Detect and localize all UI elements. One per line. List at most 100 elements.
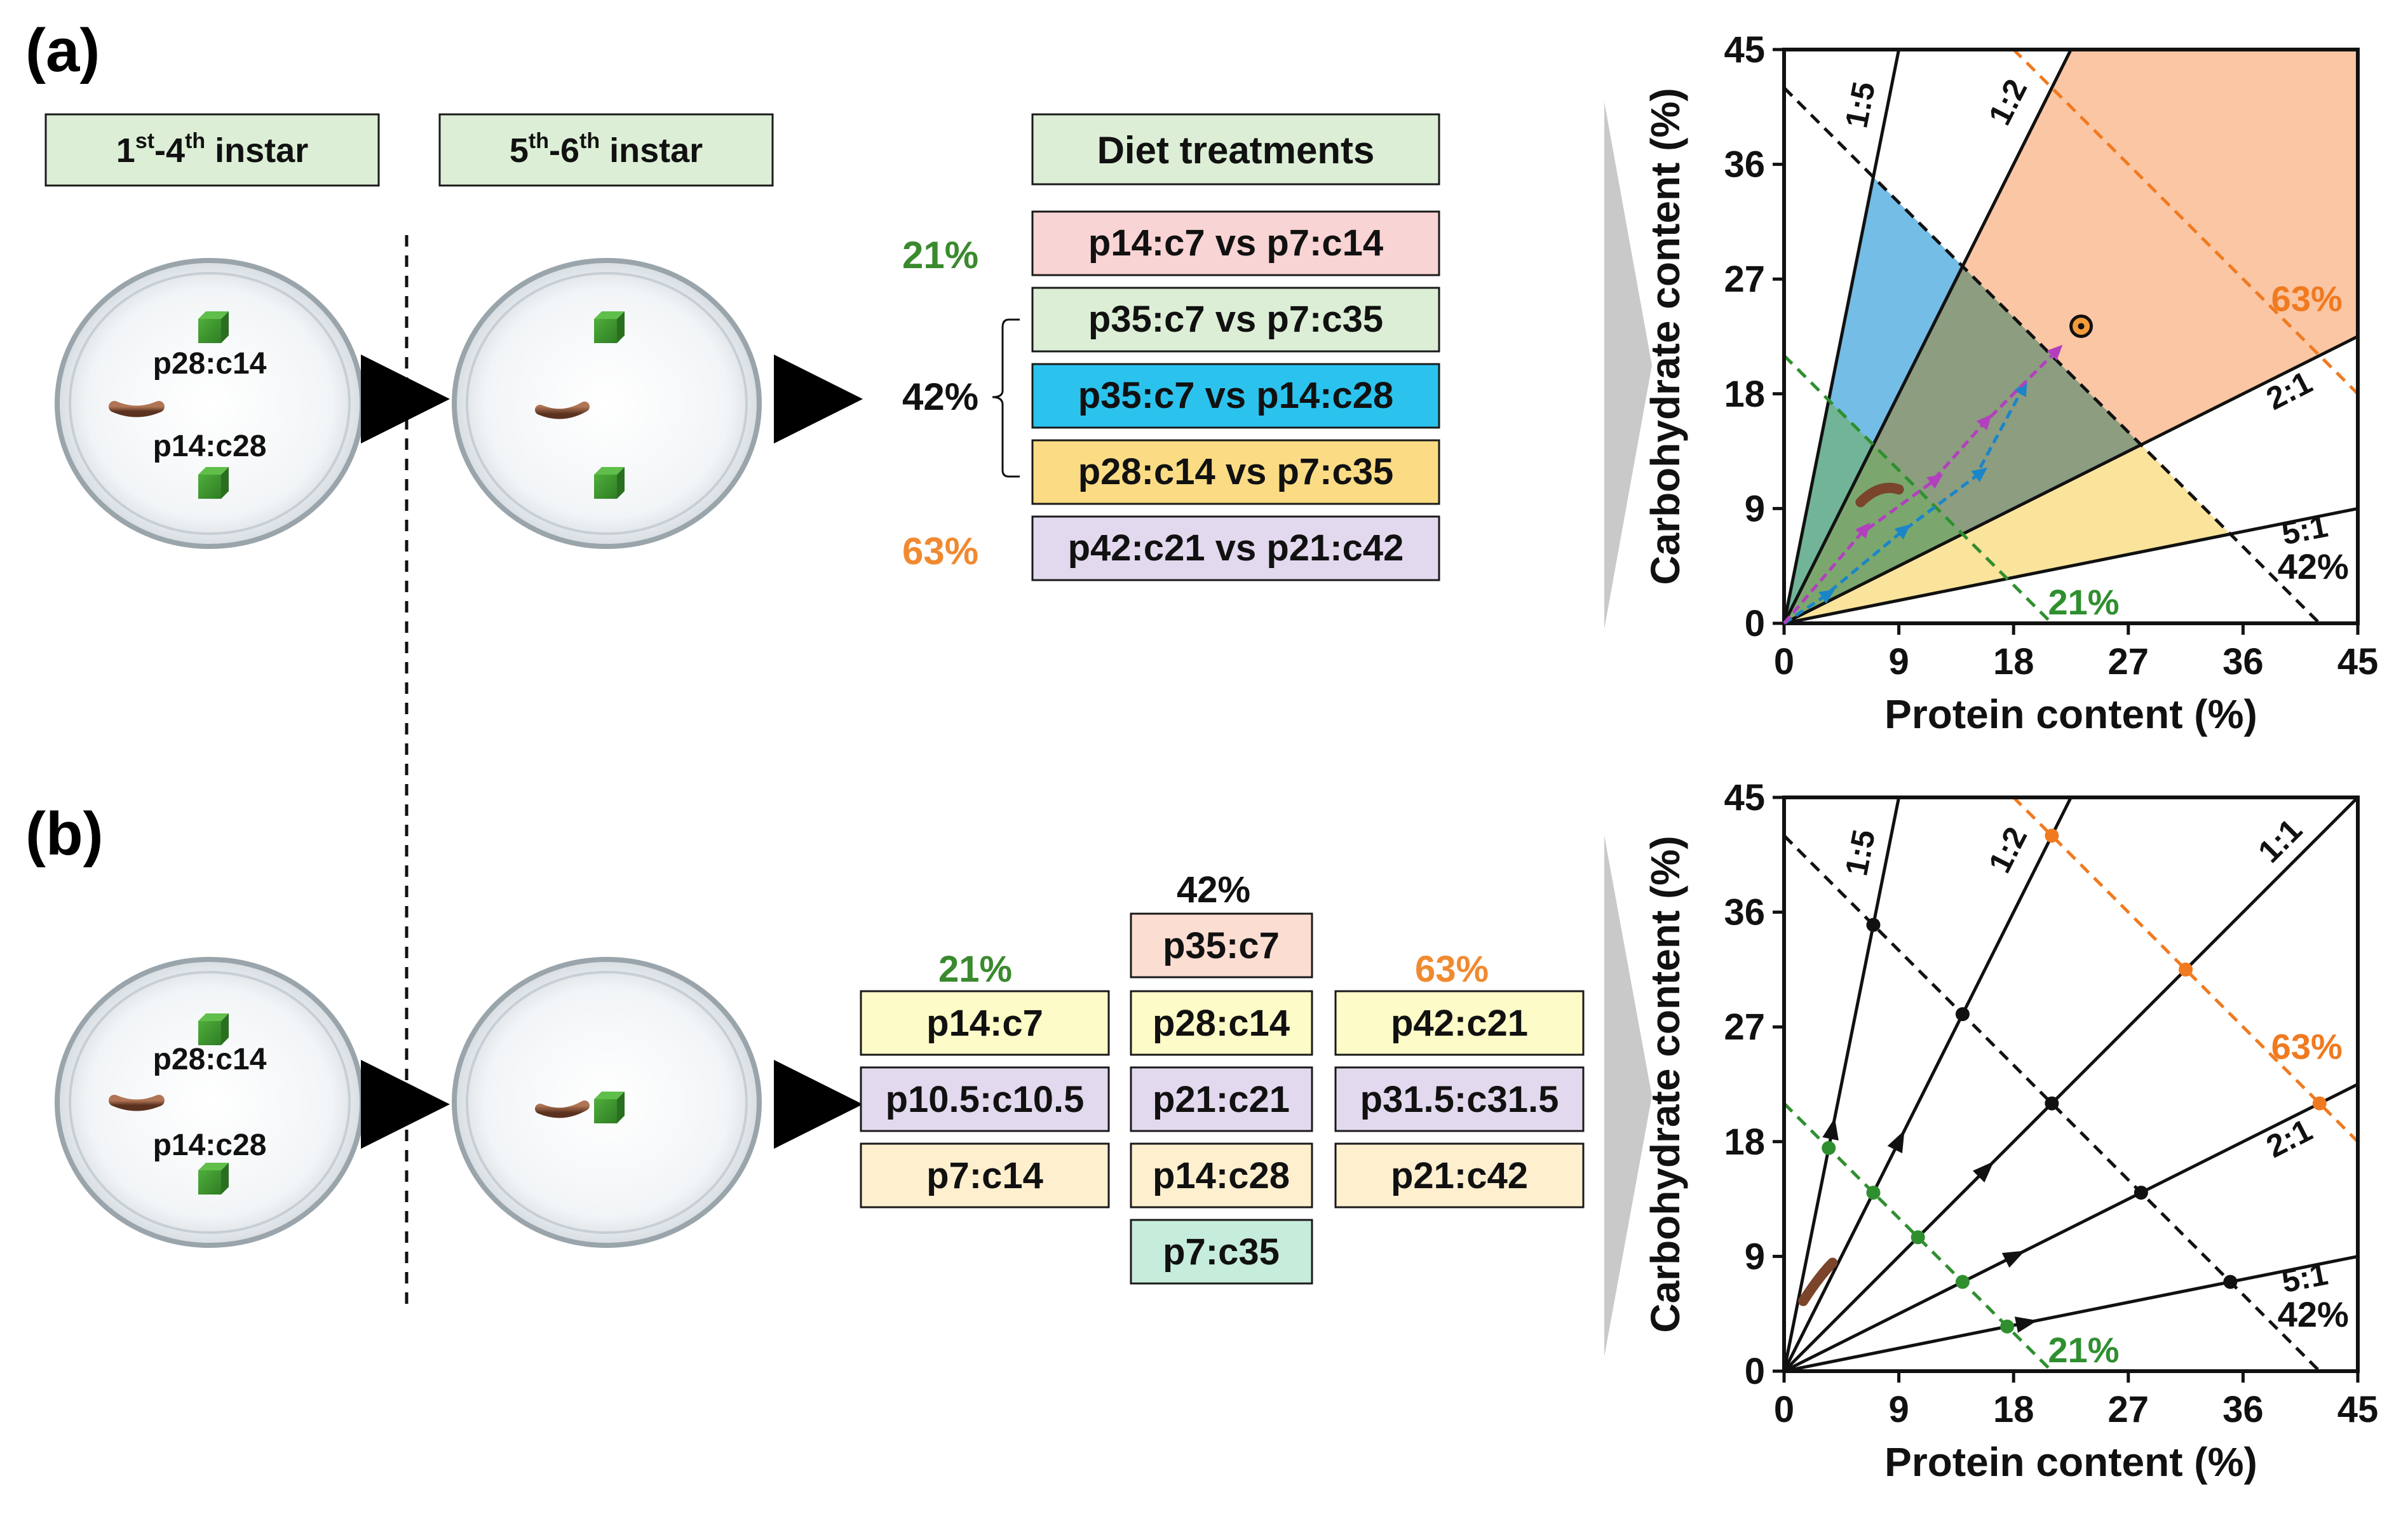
- x-tick-label: 27: [2108, 641, 2149, 682]
- x-tick-label: 0: [1774, 641, 1794, 682]
- y-tick-label: 0: [1745, 1351, 1765, 1392]
- diet-box: [1130, 912, 1313, 978]
- treatment-box: [1031, 515, 1440, 581]
- column-21-header: 21%: [938, 949, 1012, 990]
- y-axis-label: Carbohydrate content (%): [1642, 88, 1688, 585]
- rail-1-5: [1784, 797, 1901, 1371]
- x-tick-label: 45: [2337, 641, 2379, 682]
- plot-frame-a: [1782, 48, 2360, 625]
- column-42-header: 42%: [1177, 869, 1250, 911]
- isoline-21: [1784, 354, 2053, 623]
- diet-box: [1130, 1066, 1313, 1132]
- treatment-list: p14:c7 vs p7:c14 p35:c7 vs p7:c35 p35:c7…: [1031, 210, 1440, 581]
- rail-arrow: [1972, 1161, 1994, 1183]
- diet-box: [860, 1142, 1110, 1208]
- x-tick-label: 18: [1993, 1389, 2034, 1430]
- x-tick-label: 9: [1888, 641, 1909, 682]
- intersection-dot: [2045, 829, 2059, 843]
- food-cube-icon: [198, 1163, 229, 1195]
- larva-icon: [109, 401, 165, 417]
- diet-box: [860, 990, 1110, 1056]
- rail-arrow: [1822, 1118, 1839, 1141]
- panel-b-label: (b): [25, 800, 104, 868]
- grey-pointer-a: [1604, 102, 1652, 629]
- intersection-dot: [1911, 1230, 1925, 1245]
- intersection-dot: [1866, 1186, 1881, 1200]
- trajectory-purple-arrow: [1855, 522, 1871, 539]
- food-cube-icon: [198, 1013, 229, 1045]
- trajectory-blue-arrow: [1818, 589, 1836, 604]
- rail-label: 5:1: [2279, 508, 2331, 552]
- intersection-dot: [1955, 1007, 1970, 1022]
- isoline-label: 21%: [2048, 1330, 2120, 1370]
- dish-b1-bottom-label: p14:c28: [153, 1128, 267, 1162]
- isoline-label: 42%: [2278, 1294, 2349, 1334]
- y-tick-label: 0: [1745, 603, 1765, 644]
- treatment-text: p35:c7 vs p14:c28: [1078, 375, 1394, 416]
- isoline-label: 21%: [2048, 582, 2120, 622]
- intersection-dot: [1866, 917, 1881, 932]
- y-tick-label: 36: [1724, 144, 1765, 186]
- region-yellow: [1784, 445, 2231, 623]
- isoline-label: 63%: [2271, 1026, 2343, 1066]
- larva-icon: [109, 1095, 165, 1111]
- trajectory-purple-arrow: [2046, 344, 2063, 361]
- treatment-box: [1031, 439, 1440, 505]
- x-tick-label: 45: [2337, 1389, 2379, 1430]
- rail-2-1: [1784, 1083, 2358, 1371]
- stage-late-box-a: [438, 113, 774, 187]
- y-tick-label: 18: [1724, 1121, 1765, 1163]
- y-tick-label: 36: [1724, 892, 1765, 933]
- food-cube-icon: [594, 467, 625, 499]
- diet-box: [860, 1066, 1110, 1132]
- rail-label: 1:2: [1982, 822, 2034, 879]
- treatment-text: p14:c7 vs p7:c14: [1088, 222, 1383, 264]
- intersection-dot: [2223, 1275, 2238, 1289]
- diet-header-box: [1031, 113, 1440, 186]
- column-42: p35:c7 p28:c14 p21:c21 p14:c28 p7:c35: [1130, 912, 1313, 1285]
- rail-2-1: [1784, 335, 2358, 623]
- isoline-label: 42%: [2278, 546, 2349, 586]
- stage-early-label-a: 1st-4th instar: [116, 129, 308, 170]
- group-63-label: 63%: [902, 530, 978, 572]
- diet-header: Diet treatments: [1097, 129, 1375, 172]
- rail-label: 5:1: [2279, 1256, 2331, 1299]
- x-tick-label: 18: [1993, 641, 2034, 682]
- y-tick-label: 18: [1724, 374, 1765, 415]
- group-21-label: 21%: [902, 234, 978, 276]
- diet-text: p35:c7: [1163, 925, 1280, 966]
- larva-icon: [1855, 482, 1904, 508]
- petri-dish-a2: [452, 258, 762, 549]
- group-42-brace: [992, 318, 1020, 478]
- trajectory-blue-arrow: [1894, 524, 1911, 539]
- rail-arrow: [2014, 1317, 2038, 1333]
- diet-box: [1334, 1066, 1585, 1132]
- plot-area-b: [1784, 797, 2358, 1371]
- intersection-dot: [2134, 1186, 2148, 1200]
- y-tick-label: 45: [1724, 29, 1765, 71]
- rail-1-2: [1784, 50, 2073, 623]
- diet-text: p42:c21: [1391, 1003, 1528, 1044]
- column-63-header: 63%: [1415, 949, 1489, 990]
- food-cube-icon: [594, 1092, 625, 1123]
- y-tick-label: 27: [1724, 259, 1765, 300]
- x-tick-label: 36: [2222, 1389, 2264, 1430]
- dish-a1-bottom-label: p14:c28: [153, 430, 267, 463]
- intersection-dot: [1822, 1141, 1836, 1155]
- region-green: [1784, 400, 1963, 623]
- rail-1-5: [1784, 50, 1901, 623]
- diet-text: p28:c14: [1153, 1003, 1290, 1044]
- stage-early-box-a: [44, 113, 380, 187]
- y-axis-label: Carbohydrate content (%): [1642, 836, 1688, 1332]
- dish-b1-top-label: p28:c14: [153, 1043, 267, 1076]
- treatment-text: p35:c7 vs p7:c35: [1088, 299, 1383, 340]
- larva-icon: [535, 402, 590, 419]
- diet-box: [1130, 990, 1313, 1056]
- intersection-dot: [2045, 1096, 2059, 1111]
- x-tick-label: 0: [1774, 1389, 1794, 1430]
- y-tick-label: 9: [1745, 1236, 1765, 1277]
- isoline-label: 63%: [2271, 278, 2343, 318]
- isoline-63: [2011, 797, 2358, 1144]
- intersection-dot: [2312, 1096, 2327, 1111]
